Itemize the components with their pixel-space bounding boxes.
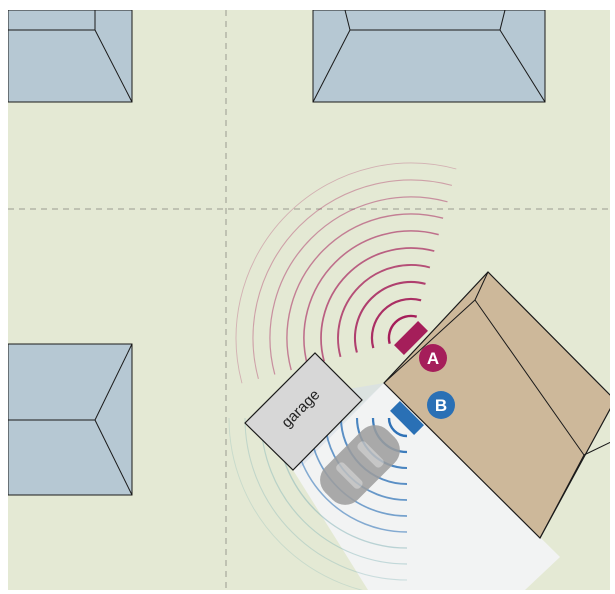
- sensor-b-wave-ring-1: [387, 417, 408, 438]
- sensor-a-wave-ring-3: [354, 281, 426, 353]
- main-house: [383, 271, 610, 539]
- sensor-b-wave-ring-10: [244, 417, 408, 581]
- garage: garage: [244, 352, 363, 471]
- neighbor-house-top-left: [8, 10, 133, 103]
- neighbor-house-bottom-left: [8, 343, 133, 496]
- sensor-a-wave-ring-7: [286, 213, 444, 371]
- sensor-a-wave-ring-2: [370, 297, 422, 349]
- sensor-a-wave-ring-9: [252, 179, 453, 380]
- car-icon: [320, 425, 400, 505]
- sensor-a-wave-ring-10: [235, 162, 457, 384]
- sensor-b-icon: [390, 401, 424, 435]
- marker-a: A: [419, 344, 447, 372]
- sensor-a-icon: [394, 321, 428, 355]
- sensor-b-wave-ring-9: [260, 417, 408, 565]
- neighbor-house-top-right: [312, 10, 546, 103]
- marker-b: B: [427, 391, 455, 419]
- sensor-a-wave-ring-6: [303, 230, 439, 366]
- sensor-a-wave-ring-5: [320, 247, 435, 362]
- marker-a-label: A: [427, 349, 439, 368]
- sensor-b-wave-ring-11: [228, 417, 364, 590]
- sensor-a-waves: [235, 162, 457, 384]
- sensor-a-wave-ring-1: [387, 314, 418, 345]
- sensor-a-wave-ring-4: [337, 264, 431, 358]
- marker-b-label: B: [435, 396, 447, 415]
- sensor-a-wave-ring-8: [269, 196, 448, 375]
- map-area: garage A B: [8, 10, 610, 590]
